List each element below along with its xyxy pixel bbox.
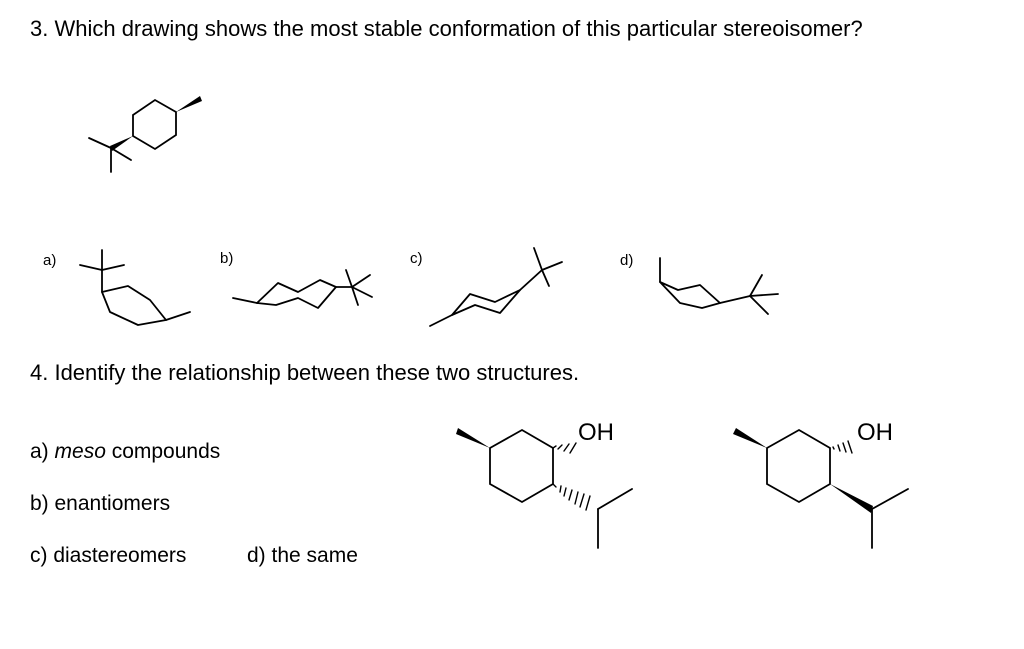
option-a-label[interactable]: a): [43, 252, 57, 269]
answer-a-suffix: compounds: [105, 440, 221, 463]
option-c-label[interactable]: c): [410, 250, 423, 267]
oh-label-1: OH: [578, 419, 614, 446]
answer-b[interactable]: b) enantiomers: [30, 492, 171, 515]
answer-a-prefix: a): [30, 440, 55, 463]
answer-a-meso: meso: [54, 440, 106, 463]
question-4-text: 4. Identify the relationship between the…: [30, 360, 580, 385]
q3-option-c-chair: [429, 247, 563, 327]
answer-a[interactable]: a) meso compounds: [30, 440, 220, 464]
answer-d[interactable]: d) the same: [247, 544, 358, 567]
option-d-label[interactable]: d): [620, 252, 634, 269]
q3-option-a-chair: [79, 249, 191, 326]
q4-structure-1: OH: [456, 419, 633, 549]
answer-c[interactable]: c) diastereomers: [30, 544, 187, 567]
option-b-label[interactable]: b): [220, 250, 234, 267]
q3-option-d-chair: [659, 257, 779, 315]
q3-reference-structure: [88, 96, 202, 173]
oh-label-2: OH: [857, 419, 893, 446]
question-3-text: 3. Which drawing shows the most stable c…: [30, 16, 863, 41]
q3-option-b-chair: [232, 269, 373, 309]
q4-structure-2: OH: [733, 419, 909, 549]
